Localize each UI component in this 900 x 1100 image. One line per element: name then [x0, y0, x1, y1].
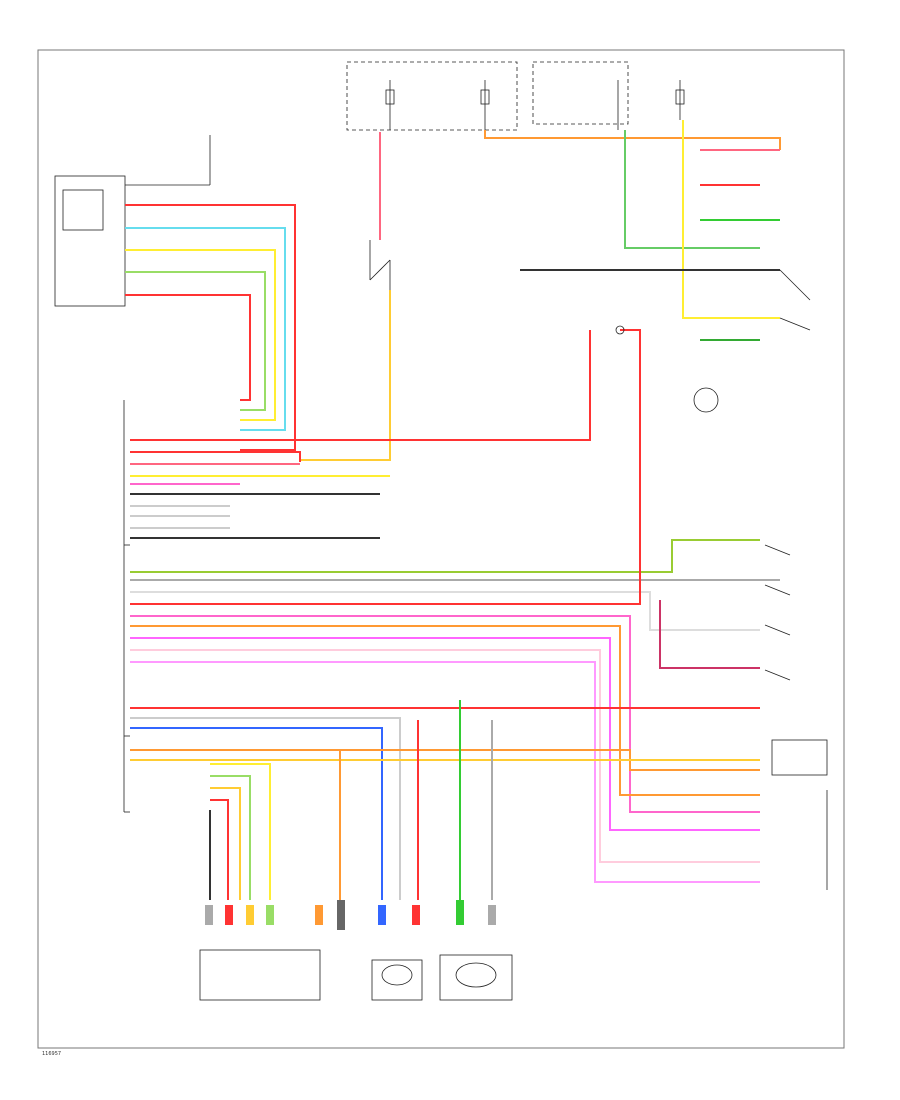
wires	[125, 120, 781, 900]
bottom-sensors	[199, 949, 513, 1001]
footer-code: 116957	[42, 1051, 61, 1057]
top-fuse-boxes	[346, 61, 685, 131]
diagram-frame	[37, 49, 845, 1049]
switch-symbols	[369, 240, 828, 890]
pedal-sensor-box	[54, 135, 211, 307]
powertrain-control-module	[123, 400, 130, 813]
bottom-connectors	[205, 900, 496, 930]
